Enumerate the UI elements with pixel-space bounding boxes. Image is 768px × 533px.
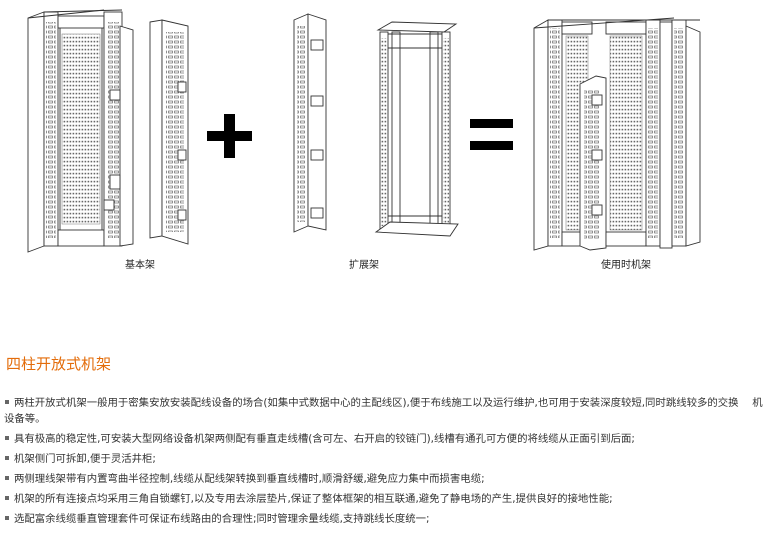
bullet-icon — [5, 436, 9, 440]
bullet-icon — [5, 476, 9, 480]
list-item: 机架的所有连接点均采用三角自锁螺钉,以及专用去涂层垫片,保证了整体框架的相互联通… — [4, 491, 764, 507]
feature-text: 机架侧门可拆卸,便于灵活井柜; — [14, 453, 156, 465]
feature-text: 机架的所有连接点均采用三角自锁螺钉,以及专用去涂层垫片,保证了整体框架的相互联通… — [14, 493, 613, 505]
in-use-rack-drawing — [533, 17, 701, 251]
extension-rack-caption: 扩展架 — [349, 260, 379, 271]
bullet-icon — [5, 456, 9, 460]
list-item: 具有极高的稳定性,可安装大型网络设备机架两侧配有垂直走线槽(含可左、右开启的铰链… — [4, 431, 764, 447]
extension-side-channel — [293, 13, 327, 233]
section-title: 四柱开放式机架 — [6, 355, 112, 373]
in-use-rack-caption: 使用时机架 — [601, 260, 651, 271]
bullet-icon — [5, 400, 9, 404]
list-item: 两柱开放式机架一般用于密集安放安装配线设备的场合(如集中式数据中心的主配线区),… — [4, 395, 764, 427]
feature-text: 具有极高的稳定性,可安装大型网络设备机架两侧配有垂直走线槽(含可左、右开启的铰链… — [14, 433, 635, 445]
basic-rack-drawing — [27, 9, 134, 253]
basic-rack-side-panel — [149, 19, 189, 245]
extension-frame — [374, 21, 459, 237]
list-item: 两侧理线架带有内置弯曲半径控制,线缆从配线架转换到垂直线槽时,顺滑舒缓,避免应力… — [4, 471, 764, 487]
list-item: 机架侧门可拆卸,便于灵活井柜; — [4, 451, 764, 467]
plus-sign — [207, 114, 252, 158]
bullet-icon — [5, 516, 9, 520]
feature-text: 两侧理线架带有内置弯曲半径控制,线缆从配线架转换到垂直线槽时,顺滑舒缓,避免应力… — [14, 473, 485, 485]
feature-list: 两柱开放式机架一般用于密集安放安装配线设备的场合(如集中式数据中心的主配线区),… — [4, 395, 764, 531]
feature-text: 选配富余线缆垂直管理套件可保证布线路由的合理性;同时管理余量线缆,支持跳线长度统… — [14, 513, 430, 525]
basic-rack-caption: 基本架 — [125, 260, 155, 271]
feature-text: 两柱开放式机架一般用于密集安放安装配线设备的场合(如集中式数据中心的主配线区),… — [4, 397, 763, 425]
bullet-icon — [5, 496, 9, 500]
list-item: 选配富余线缆垂直管理套件可保证布线路由的合理性;同时管理余量线缆,支持跳线长度统… — [4, 511, 764, 527]
equals-sign — [470, 119, 513, 150]
rack-assembly-diagram: 基本架 扩展架 使用时机架 — [27, 9, 701, 271]
rack-illustration — [27, 9, 701, 253]
